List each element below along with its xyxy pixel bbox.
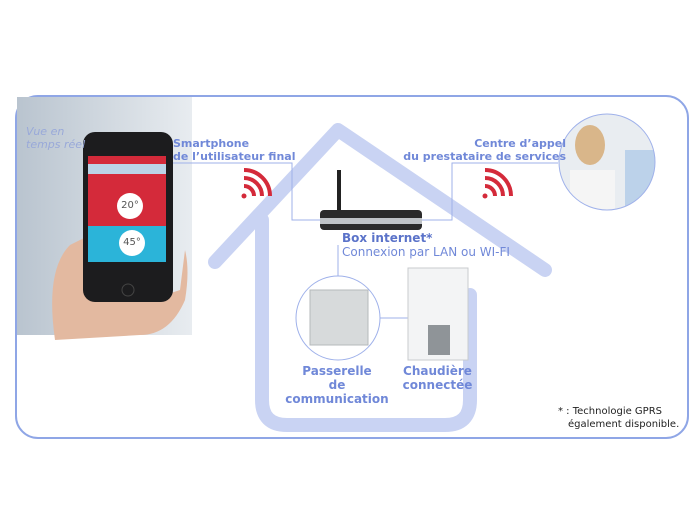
box-subtitle: Connexion par LAN ou WI-FI — [342, 245, 510, 259]
footnote-line: également disponible. — [568, 419, 680, 430]
wifi-icon — [241, 168, 272, 199]
label-line: connectée — [402, 378, 473, 392]
water-temp: 45° — [123, 237, 141, 248]
label-line: de l’utilisateur final — [173, 150, 296, 163]
label-line: Chaudière — [403, 364, 472, 378]
label-line: du prestataire de services — [403, 150, 566, 163]
gateway-label: Passerelle de communication — [282, 364, 392, 406]
footnote-line: * : Technologie GPRS — [558, 406, 663, 417]
connector-lines — [165, 162, 558, 319]
outer-frame — [15, 95, 689, 439]
house-outline — [208, 123, 552, 432]
label-line: Centre d’appel — [474, 137, 566, 150]
footnote: * : Technologie GPRS également disponibl… — [558, 405, 679, 431]
smartphone-label: Smartphone de l’utilisateur final — [173, 137, 295, 163]
realtime-label: Vue en temps réel — [26, 125, 85, 151]
wifi-icon — [482, 168, 513, 199]
label-line: Smartphone — [173, 137, 250, 150]
boiler-label: Chaudière connectée — [400, 364, 475, 392]
callcenter-label: Centre d’appel du prestataire de service… — [403, 137, 566, 163]
label-line: Passerelle — [302, 364, 372, 378]
router-icon — [320, 170, 422, 230]
label-line: de communication — [285, 378, 389, 406]
label-line: temps réel — [26, 138, 86, 151]
room-temp: 20° — [121, 200, 139, 211]
label-line: Vue en — [26, 125, 65, 138]
box-title: Box internet* — [342, 231, 433, 245]
call-center-photo — [559, 114, 655, 210]
gateway-icon — [309, 289, 369, 346]
